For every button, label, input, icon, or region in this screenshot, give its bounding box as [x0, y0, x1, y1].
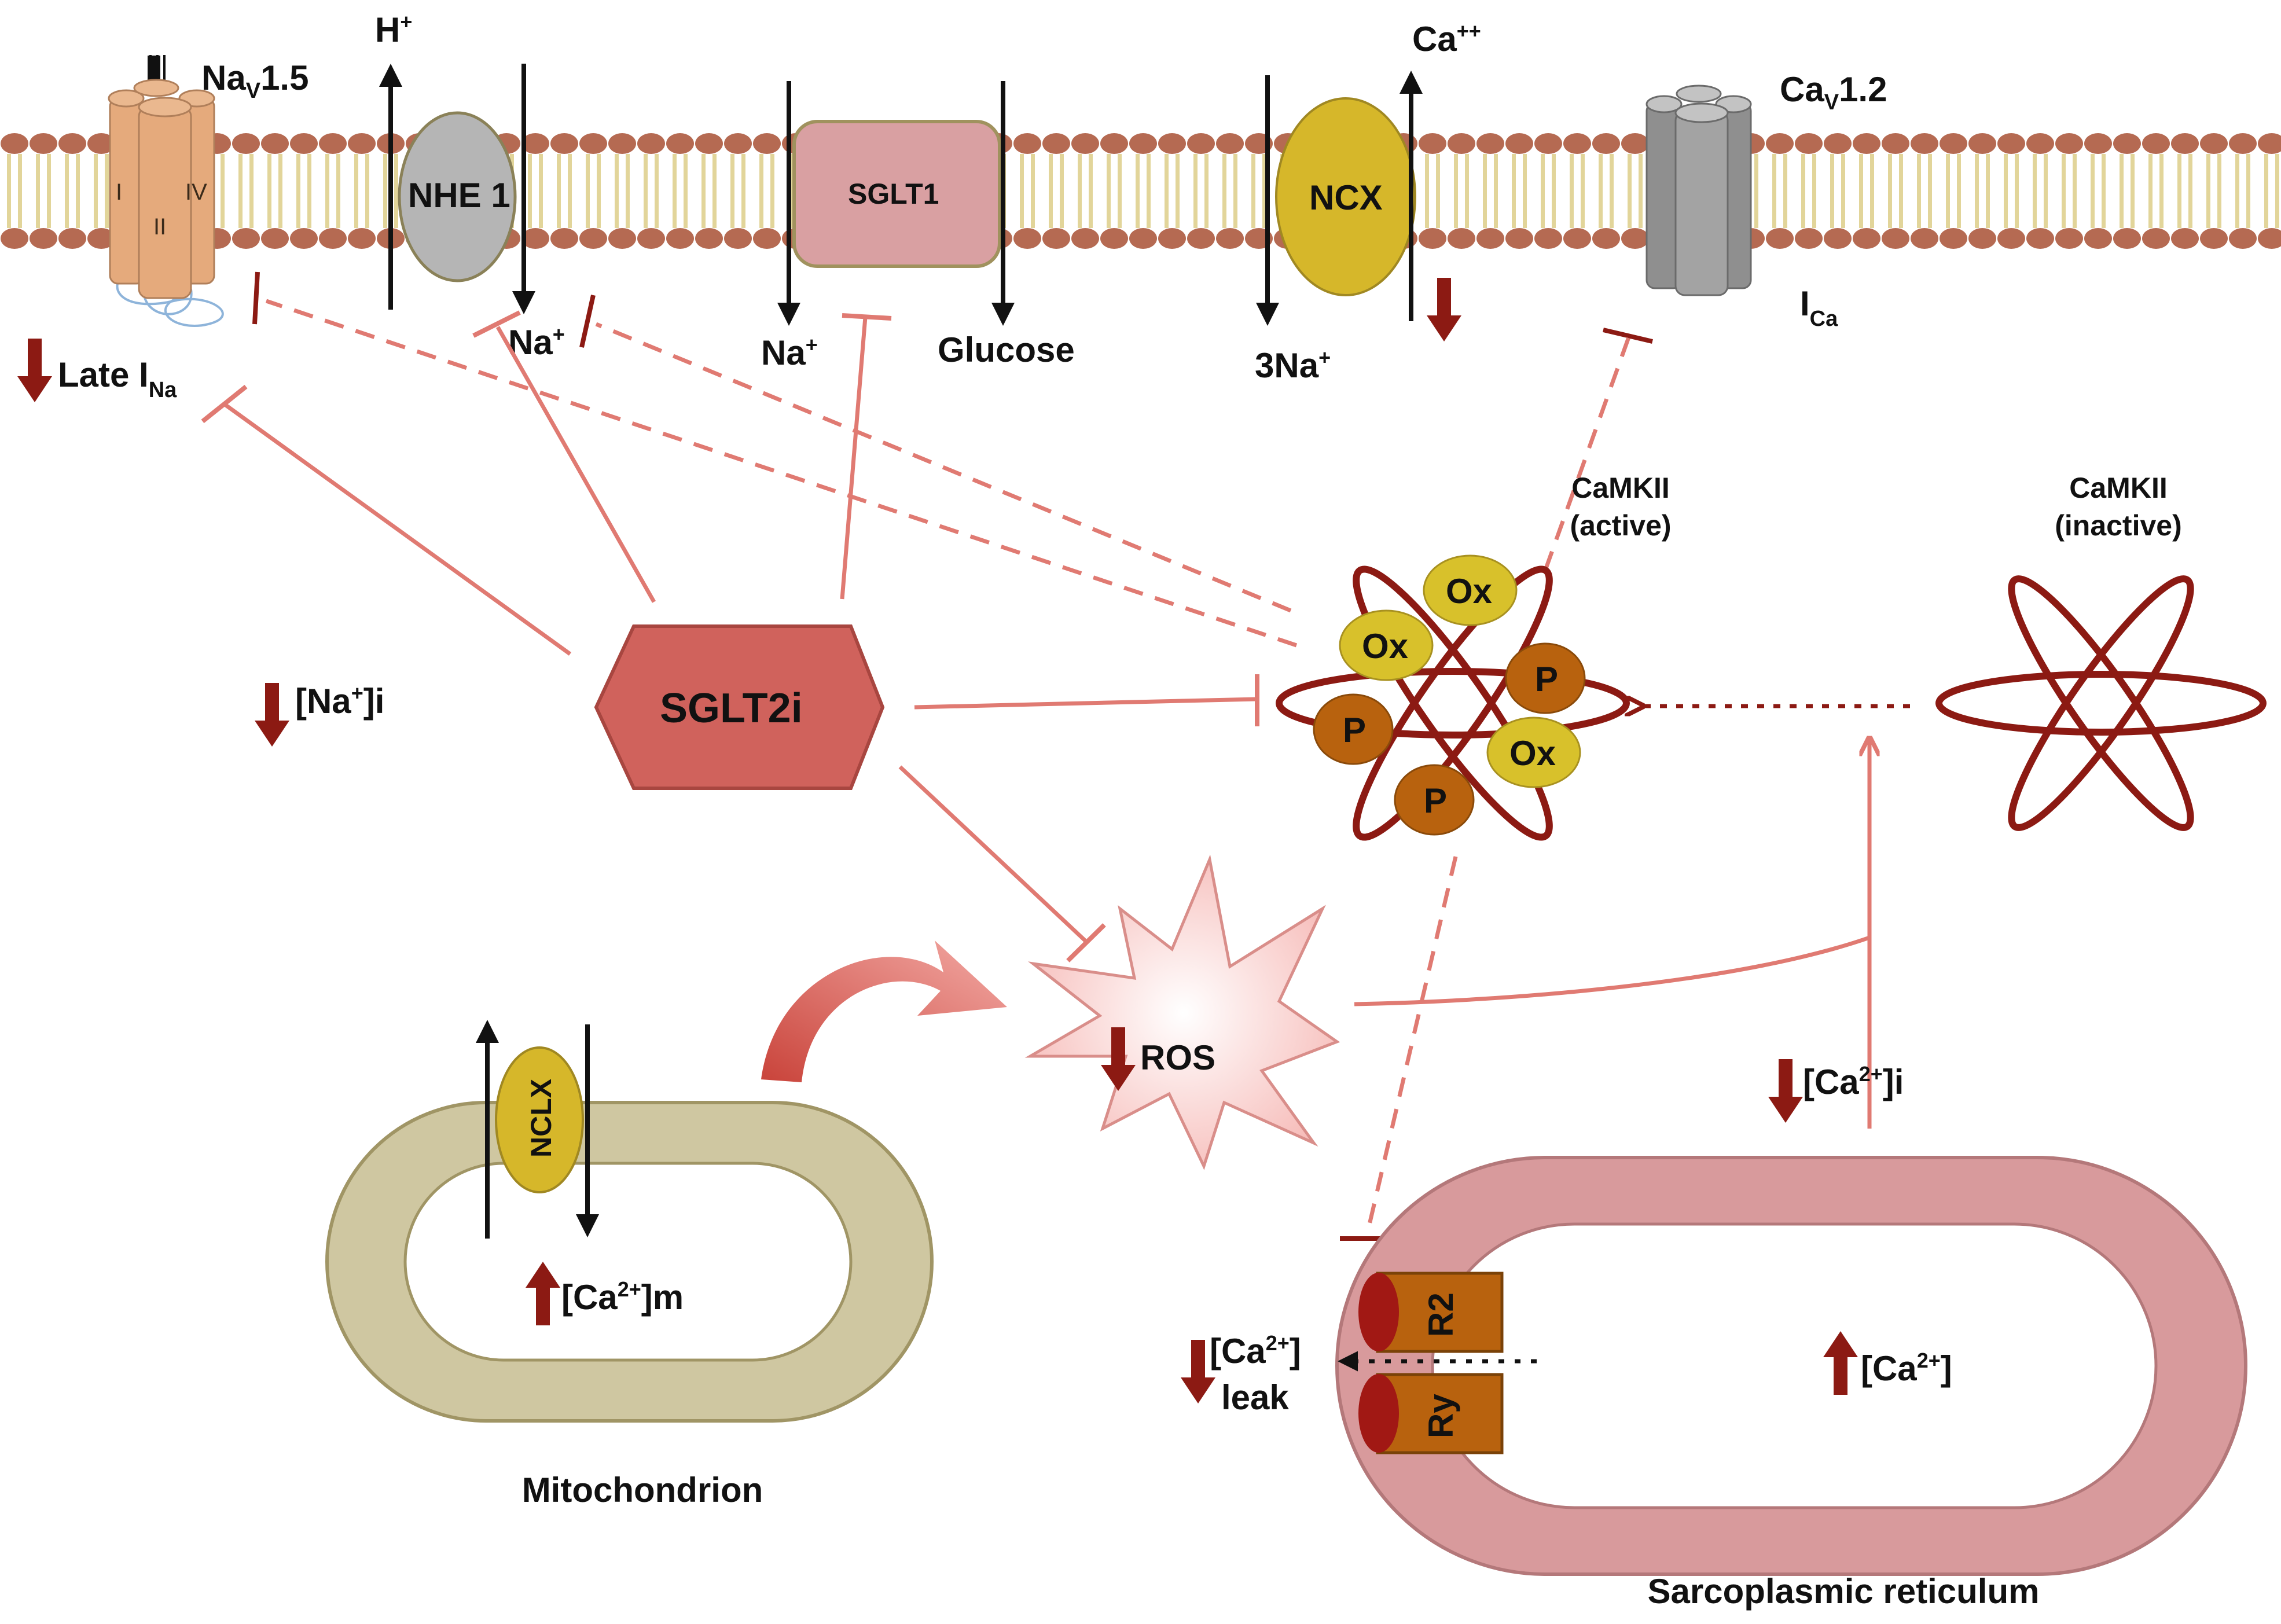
down-arrow-ca-leak: [1181, 1340, 1215, 1403]
sglt2i-inhibition-lines: [201, 310, 1869, 1129]
sr-inner: [1431, 1222, 2158, 1509]
camkii-inactive: [1935, 575, 2267, 831]
sarcoplasmic-reticulum-label: Sarcoplasmic reticulum: [1648, 1572, 2040, 1611]
na-i-label: [Na+]i: [295, 681, 384, 721]
ryr2-channel: [1358, 1272, 1504, 1454]
camkii-inactive-state: (inactive): [2055, 509, 2182, 542]
ros-label: ROS: [1140, 1038, 1215, 1077]
down-arrow-late-ina: [17, 339, 52, 402]
nclx-label: NCLX: [525, 1079, 557, 1158]
sglt2i-label: SGLT2i: [660, 685, 803, 732]
glucose-label: Glucose: [938, 330, 1075, 369]
ncx-exchanger: [1275, 97, 1416, 296]
p-label-2: P: [1343, 711, 1366, 749]
up-arrow-ca-sr: [1823, 1331, 1858, 1395]
sglt1-transporter: [792, 120, 1001, 268]
down-arrow-ca-i: [1768, 1059, 1803, 1123]
na-plus-sglt-label: Na+: [761, 333, 818, 372]
down-arrow-na-i: [255, 683, 289, 747]
ca-m-label: [Ca2+]m: [561, 1277, 684, 1317]
camkii-active-modifications: [1313, 554, 1586, 836]
ncx-label: NCX: [1309, 178, 1383, 217]
ox-label-2: Ox: [1362, 627, 1408, 666]
ca-leak-label-2: leak: [1221, 1378, 1289, 1417]
camkii-dashed-lines: [265, 299, 1632, 1228]
nclx-exchanger: [495, 1046, 584, 1193]
nhe1-label: NHE 1: [408, 176, 510, 215]
ca-sr-label: [Ca2+]: [1861, 1349, 1952, 1388]
camkii-inactive-label: CaMKII: [2069, 472, 2167, 504]
ros-star: [1024, 854, 1340, 1170]
late-ina-label: Late INa: [58, 355, 177, 402]
camkii-active-state: (active): [1570, 509, 1671, 542]
nav15-roman-2: II: [153, 214, 166, 240]
sglt1-label: SGLT1: [848, 178, 939, 210]
ca-i-label: [Ca2+]i: [1803, 1062, 1904, 1101]
three-na-label: 3Na+: [1255, 346, 1331, 385]
sglt2i-hexagon: [594, 624, 885, 790]
nav15-roman-1: I: [116, 179, 122, 205]
camkii-active-label: CaMKII: [1571, 472, 1669, 504]
indicator-arrows: [17, 278, 1858, 1403]
cav12-label: CaV1.2: [1780, 70, 1887, 115]
nav15-roman-4: IV: [185, 179, 207, 205]
ca-leak-label: [Ca2+]: [1210, 1331, 1301, 1371]
p-label-1: P: [1535, 660, 1558, 699]
ca-pp-label: Ca++: [1412, 19, 1481, 58]
down-arrow-ncx: [1427, 278, 1461, 341]
up-arrow-ca-m: [526, 1262, 560, 1325]
ox-label-1: Ox: [1446, 572, 1492, 611]
h-plus-label: H+: [375, 10, 412, 49]
nav15-channel: I II IV: [108, 55, 224, 327]
nav15-label: NaV1.5: [201, 58, 308, 103]
r2-label: R2: [1422, 1292, 1460, 1337]
ry-label: Ry: [1422, 1394, 1460, 1438]
down-arrow-ros: [1101, 1027, 1136, 1091]
camkii-inhibition-bars: [252, 271, 1653, 1241]
p-label-3: P: [1424, 781, 1447, 820]
mitochondrion-label: Mitochondrion: [522, 1471, 763, 1509]
mitochondrion-inner: [403, 1162, 853, 1362]
na-plus-nhe-label: Na+: [508, 322, 565, 362]
camkii-active: [1276, 565, 1630, 841]
ica-label: ICa: [1800, 284, 1838, 331]
nhe1-exchanger: [398, 111, 517, 282]
mito-to-ros-arrow: [761, 940, 1007, 1082]
ox-label-3: Ox: [1509, 734, 1556, 773]
cav12-channel: [1645, 84, 1752, 296]
cell-membrane: [0, 132, 2281, 259]
